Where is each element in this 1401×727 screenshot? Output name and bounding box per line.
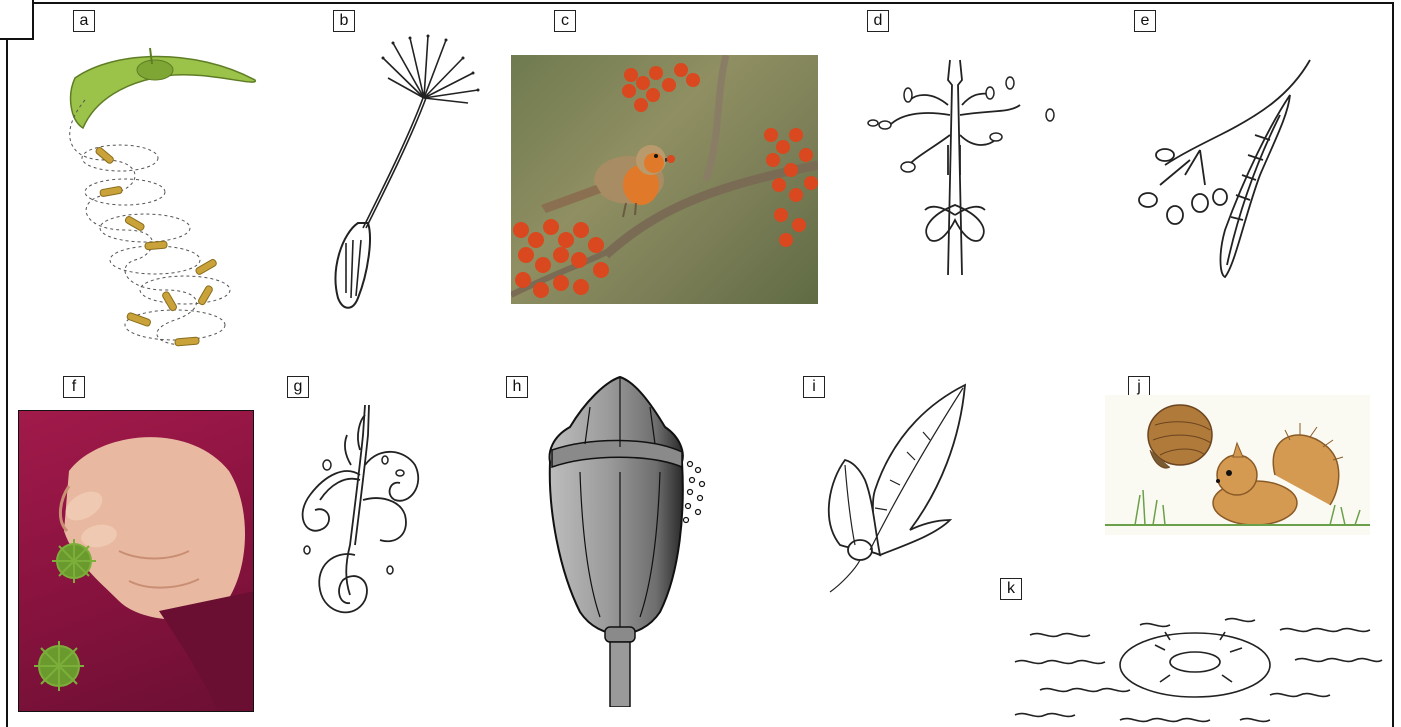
panel-label-a: a <box>73 10 95 32</box>
pappus-seed-icon <box>318 28 488 313</box>
panel-label-f: f <box>63 376 85 398</box>
panel-label-e: e <box>1134 10 1156 32</box>
poppy-capsule-icon <box>540 372 725 707</box>
corner-tab <box>0 0 34 40</box>
bird-berries-icon <box>511 55 818 304</box>
squirrel-nut-icon <box>1105 395 1370 535</box>
winged-seed-icon <box>55 40 270 360</box>
panel-label-h: h <box>506 376 528 398</box>
burr-on-clothing-icon <box>18 410 254 712</box>
panel-label-k: k <box>1000 578 1022 600</box>
panel-label-c: c <box>554 10 576 32</box>
panel-label-g: g <box>287 376 309 398</box>
panel-label-d: d <box>867 10 889 32</box>
leaf-wing-icon <box>815 380 975 595</box>
floating-seed-icon <box>1010 610 1385 727</box>
censer-capsule-icon <box>860 55 1060 280</box>
coiling-pods-icon <box>285 405 430 630</box>
bract-fruit-icon <box>1130 55 1320 285</box>
